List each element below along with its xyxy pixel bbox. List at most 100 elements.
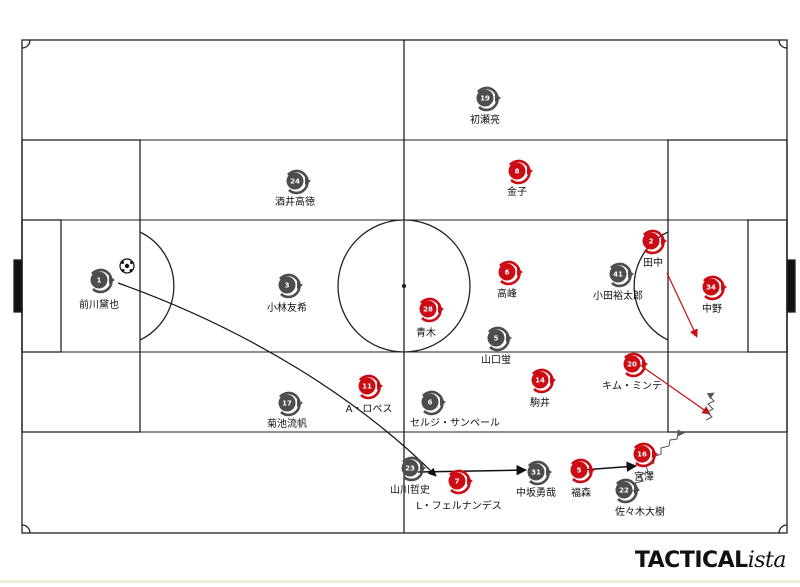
player-disc [498, 263, 516, 281]
player-disc [615, 481, 633, 499]
player-disc [487, 329, 505, 347]
player-number: 6 [505, 269, 510, 277]
right-goal-box [747, 219, 788, 353]
player-disc [531, 371, 549, 389]
player-disc [286, 172, 304, 190]
player-disc [278, 276, 296, 294]
player-grey-31: 31 中坂勇哉 [516, 460, 556, 499]
player-number: 11 [362, 383, 372, 391]
pitch [13, 39, 796, 534]
player-direction-icon [109, 276, 115, 284]
movement-arrows [117, 272, 715, 493]
player-direction-icon [517, 268, 523, 276]
player-name: L・フェルナンデス [416, 499, 502, 512]
player-disc [476, 89, 494, 107]
player-number: 24 [290, 178, 300, 186]
player-number: 1 [97, 277, 102, 285]
player-disc [642, 232, 660, 250]
player-number: 17 [282, 400, 292, 408]
player-number: 19 [480, 95, 490, 103]
player-direction-icon [440, 398, 446, 406]
player-name: 菊池流帆 [267, 417, 307, 430]
player-direction-icon [652, 450, 658, 458]
player-grey-19: 19 初瀬亮 [470, 86, 501, 126]
players: 1前川黛也3小林友希24酒井高徳17菊池流帆19初瀬亮6セルジ・サンペール5山口… [79, 86, 727, 518]
player-grey-41: 41 小田裕太郎 [593, 262, 643, 302]
player-name: 小田裕太郎 [593, 289, 643, 302]
player-direction-icon [546, 468, 552, 476]
right-goal [786, 259, 796, 313]
player-direction-icon [438, 305, 444, 313]
player-disc [401, 459, 419, 477]
player-direction-icon [628, 270, 634, 278]
player-name: 高峰 [497, 287, 517, 300]
player-red-6: 6 高峰 [497, 260, 523, 300]
player-disc [419, 300, 437, 318]
player-number: 34 [706, 284, 716, 292]
player-direction-icon [305, 177, 311, 185]
player-number: 5 [494, 335, 499, 343]
player-number: 7 [455, 478, 460, 486]
player-disc [278, 394, 296, 412]
pass-arrow-23-31 [417, 464, 528, 476]
player-name: 山口蛍 [481, 353, 511, 366]
player-grey-17: 17 菊池流帆 [267, 391, 307, 430]
player-direction-icon [634, 486, 640, 494]
left-penalty-box [21, 139, 141, 433]
player-number: 8 [515, 168, 520, 176]
player-direction-icon [661, 237, 667, 245]
player-number: 31 [531, 469, 541, 477]
player-grey-24: 24 酒井高徳 [275, 169, 315, 208]
player-number: 41 [613, 271, 623, 279]
player-name: 中坂勇哉 [516, 486, 556, 499]
player-disc [609, 265, 627, 283]
player-name: キム・ミンテ [602, 380, 662, 392]
run-arrow-kim [639, 364, 711, 415]
player-disc [570, 461, 588, 479]
player-name: 中野 [702, 302, 722, 315]
brand-bold: TACTICAL [634, 548, 748, 573]
player-grey-1: 1 前川黛也 [79, 268, 119, 311]
player-name: 初瀬亮 [470, 113, 500, 126]
run-arrow-tanaka [666, 272, 698, 338]
player-number: 20 [627, 361, 637, 369]
player-name: 宮澤 [634, 470, 654, 483]
dribble-arrow-sasaki [629, 429, 685, 493]
player-name: セルジ・サンペール [410, 417, 500, 429]
player-red-20: 20 キム・ミンテ [602, 352, 662, 392]
player-disc [623, 355, 641, 373]
player-direction-icon [642, 360, 648, 368]
player-number: 23 [405, 465, 415, 473]
right-penalty-box [667, 139, 788, 433]
player-disc [508, 162, 526, 180]
player-disc [448, 472, 466, 490]
player-direction-icon [467, 477, 473, 485]
long-pass-arrow [117, 282, 437, 477]
player-direction-icon [377, 382, 383, 390]
player-red-5: 5福森 [570, 458, 595, 499]
left-penalty-arc [139, 231, 175, 341]
player-name: 福森 [571, 486, 591, 499]
player-red-7: 7L・フェルナンデス [416, 469, 502, 512]
player-name: 田中 [643, 256, 663, 269]
brand-logo: TACTICALista [634, 548, 787, 573]
player-name: A・ロペス [346, 404, 393, 415]
player-direction-icon [721, 283, 727, 291]
player-disc [421, 393, 439, 411]
player-name: 前川黛也 [79, 298, 119, 311]
player-number: 14 [535, 377, 545, 385]
player-direction-icon [550, 376, 556, 384]
bottom-divider [0, 580, 800, 583]
player-disc [90, 271, 108, 289]
player-red-2: 2田中 [642, 229, 667, 269]
player-direction-icon [420, 464, 426, 472]
player-name: 酒井高徳 [275, 195, 315, 208]
center-spot [401, 283, 407, 289]
player-name: 金子 [507, 185, 527, 198]
